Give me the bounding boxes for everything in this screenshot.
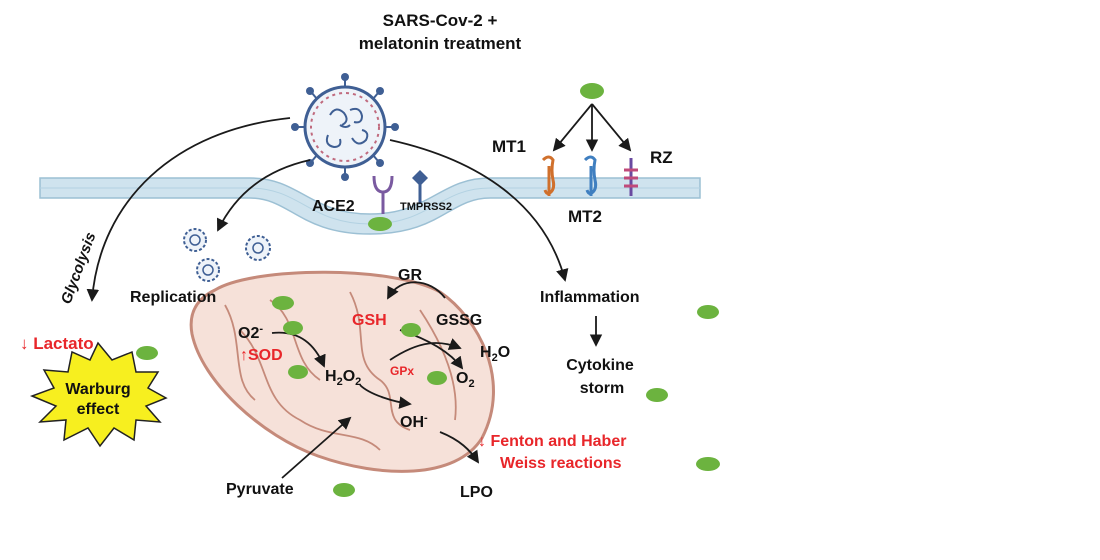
melatonin-to-mt1-arrow — [552, 103, 593, 152]
fenton-label-line-2: Weiss reactions — [500, 455, 622, 472]
replicated-virus-icon — [183, 228, 207, 252]
fenton-label-line-1: ↓ Fenton and Haber — [478, 433, 626, 450]
effect-label: effect — [77, 401, 120, 418]
pyruvate-arrow — [281, 416, 352, 479]
lpo-label: LPO — [460, 484, 493, 501]
melatonin-dot — [696, 457, 720, 471]
melatonin-dot — [580, 83, 604, 99]
replicated-virus-icon — [196, 258, 220, 282]
cytokine-label: Cytokine — [566, 357, 634, 374]
h2o2-to-h2o-arrow — [389, 338, 462, 361]
title-line-2: melatonin treatment — [359, 34, 522, 53]
melatonin-to-rz-arrow — [591, 103, 632, 152]
gssg-label: GSSG — [436, 312, 482, 329]
pathway-arrows — [86, 103, 632, 479]
inflammation-arrow — [389, 139, 569, 282]
storm-label: storm — [580, 380, 624, 397]
melatonin-dot — [272, 296, 294, 310]
sars-cov-2-virus-icon — [291, 73, 399, 181]
ace2-label: ACE2 — [312, 198, 355, 215]
melatonin-dot — [283, 321, 303, 335]
superoxide-label: O2- — [238, 323, 263, 342]
melatonin-dot — [427, 371, 447, 385]
inflammation-label: Inflammation — [540, 289, 640, 306]
h2o2-label: H2O2 — [325, 368, 361, 388]
glycolysis-arrow — [86, 117, 291, 302]
gr-label: GR — [398, 267, 422, 284]
tmprss2-label: TMPRSS2 — [400, 201, 452, 213]
sod-label: ↑SOD — [240, 347, 283, 364]
title-line-1: SARS-Cov-2 + — [383, 11, 498, 30]
melatonin-markers — [136, 83, 720, 497]
melatonin-dot — [697, 305, 719, 319]
replication-arrow — [217, 159, 311, 232]
mitochondrion — [189, 270, 495, 473]
gpx-label: GPx — [390, 364, 414, 378]
replicated-virus-icon — [245, 235, 271, 261]
lactato-label: ↓ Lactato — [20, 334, 94, 353]
melatonin-dot — [333, 483, 355, 497]
mt1-label: MT1 — [492, 137, 526, 156]
pyruvate-label: Pyruvate — [226, 481, 294, 498]
rz-label: RZ — [650, 148, 673, 167]
warburg-label: Warburg — [65, 381, 130, 398]
oh-to-lpo-arrow — [439, 431, 480, 464]
mt1-receptor-icon — [541, 155, 556, 196]
melatonin-dot — [136, 346, 158, 360]
ace2-receptor-icon — [372, 175, 394, 214]
gsh-label: GSH — [352, 312, 387, 329]
warburg-effect-starburst — [29, 341, 168, 448]
melatonin-dot — [288, 365, 308, 379]
rz-receptor-icon — [624, 158, 638, 196]
mt2-label: MT2 — [568, 207, 602, 226]
gr-cycle-arrow — [387, 281, 446, 300]
tmprss2-receptor-icon — [412, 170, 428, 204]
replication-label: Replication — [130, 289, 216, 306]
h2o2-to-oh-arrow — [359, 384, 412, 409]
hydroxyl-label: OH- — [400, 412, 428, 431]
water-label: H2O — [480, 344, 510, 364]
melatonin-dot — [368, 217, 392, 231]
melatonin-dot — [401, 323, 421, 337]
melatonin-dot — [646, 388, 668, 402]
oxygen-label: O2 — [456, 370, 475, 390]
o2-to-h2o2-arrow — [271, 331, 326, 368]
mt2-receptor-icon — [583, 155, 598, 196]
